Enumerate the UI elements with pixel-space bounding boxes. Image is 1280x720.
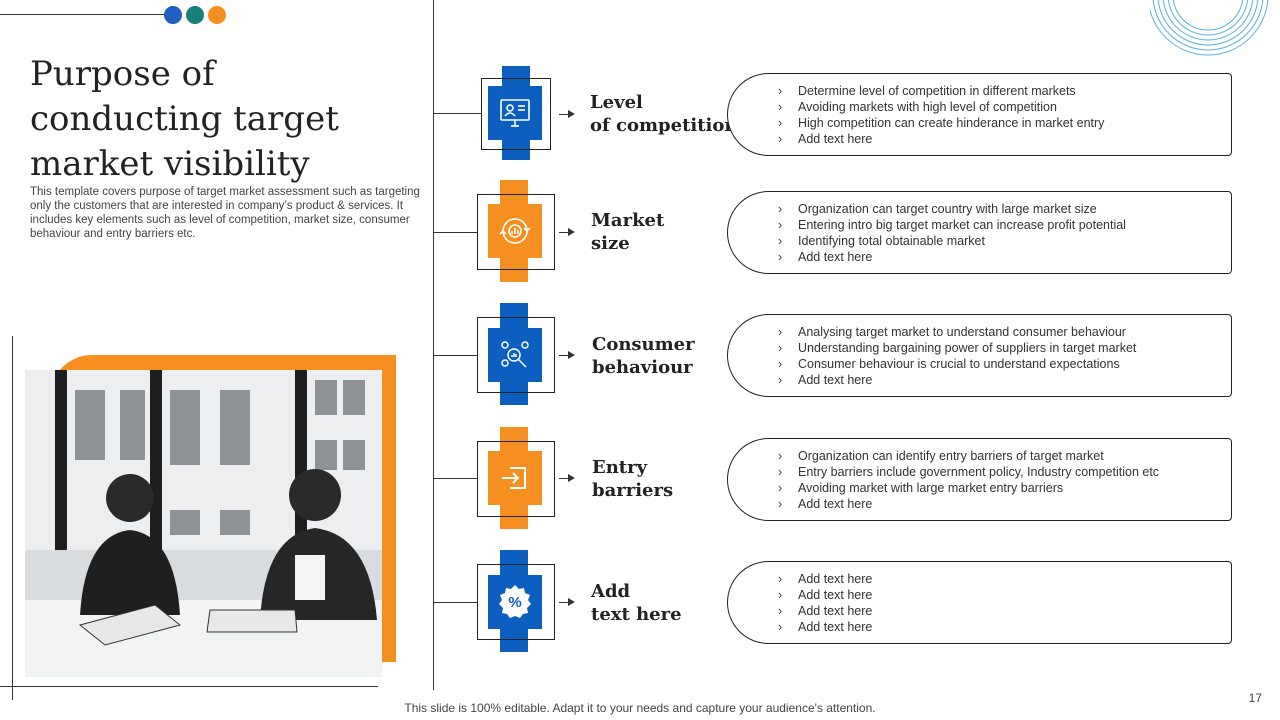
list-item: ›Add text here bbox=[778, 497, 873, 511]
list-item: ›Identifying total obtainable market bbox=[778, 234, 985, 248]
list-item: ›Add text here bbox=[778, 620, 873, 634]
percent-badge-icon: % bbox=[488, 575, 542, 629]
arrow-head-icon bbox=[568, 228, 575, 236]
monitor-profile-icon bbox=[488, 86, 542, 140]
list-item: ›High competition can create hinderance … bbox=[778, 116, 1105, 130]
frame-line-vertical bbox=[12, 336, 13, 700]
row-connector bbox=[434, 113, 482, 114]
row-capsule: ›Determine level of competition in diffe… bbox=[727, 73, 1232, 156]
business-meeting-photo bbox=[25, 370, 382, 677]
row-connector bbox=[434, 602, 478, 603]
icon-frame bbox=[477, 564, 555, 640]
row-arrow-line bbox=[559, 232, 571, 233]
arrow-head-icon bbox=[568, 110, 575, 118]
svg-text:%: % bbox=[508, 594, 521, 611]
page-title: Purpose of conducting target market visi… bbox=[30, 54, 339, 184]
list-item: ›Consumer behaviour is crucial to unders… bbox=[778, 357, 1120, 371]
row-arrow-line bbox=[559, 602, 571, 603]
list-item: ›Organization can identify entry barrier… bbox=[778, 449, 1104, 463]
row-connector bbox=[434, 355, 478, 356]
list-item: ›Avoiding market with large market entry… bbox=[778, 481, 1064, 495]
row-arrow-line bbox=[559, 355, 571, 356]
list-item: ›Determine level of competition in diffe… bbox=[778, 84, 1076, 98]
row-arrow-line bbox=[559, 478, 571, 479]
dot-teal bbox=[186, 6, 204, 24]
entry-door-icon bbox=[488, 451, 542, 505]
list-item: ›Avoiding markets with high level of com… bbox=[778, 100, 1057, 114]
row-capsule: ›Organization can identify entry barrier… bbox=[727, 438, 1232, 521]
row-capsule: ›Organization can target country with la… bbox=[727, 191, 1232, 274]
dot-orange bbox=[208, 6, 226, 24]
header-line bbox=[0, 14, 165, 15]
people-analysis-icon bbox=[488, 328, 542, 382]
row-capsule: ›Analysing target market to understand c… bbox=[727, 314, 1232, 397]
arrow-head-icon bbox=[568, 351, 575, 359]
list-item: ›Add text here bbox=[778, 572, 873, 586]
list-item: ›Add text here bbox=[778, 250, 873, 264]
page-number: 17 bbox=[1248, 691, 1262, 705]
arrow-head-icon bbox=[568, 474, 575, 482]
icon-frame bbox=[481, 78, 551, 150]
list-item: ›Entry barriers include government polic… bbox=[778, 465, 1160, 479]
concentric-arcs-decoration bbox=[1150, 0, 1280, 70]
row-capsule: ›Add text here ›Add text here ›Add text … bbox=[727, 561, 1232, 644]
list-item: ›Understanding bargaining power of suppl… bbox=[778, 341, 1137, 355]
list-item: ›Add text here bbox=[778, 373, 873, 387]
list-item: ›Entering intro big target market can in… bbox=[778, 218, 1126, 232]
list-item: ›Add text here bbox=[778, 132, 873, 146]
list-item: ›Organization can target country with la… bbox=[778, 202, 1097, 216]
slide-description: This template covers purpose of target m… bbox=[30, 186, 420, 240]
icon-frame bbox=[477, 194, 555, 270]
list-item: ›Analysing target market to understand c… bbox=[778, 325, 1126, 339]
footer-note: This slide is 100% editable. Adapt it to… bbox=[404, 701, 876, 715]
row-connector bbox=[434, 232, 478, 233]
list-item: ›Add text here bbox=[778, 588, 873, 602]
row-arrow-line bbox=[559, 114, 571, 115]
icon-frame bbox=[477, 441, 555, 517]
arrow-head-icon bbox=[568, 598, 575, 606]
vertical-divider bbox=[433, 0, 434, 690]
market-cycle-icon bbox=[488, 204, 542, 258]
dot-blue bbox=[164, 6, 182, 24]
list-item: ›Add text here bbox=[778, 604, 873, 618]
frame-line-horizontal bbox=[0, 686, 378, 687]
icon-frame bbox=[477, 317, 555, 393]
row-connector bbox=[434, 478, 478, 479]
